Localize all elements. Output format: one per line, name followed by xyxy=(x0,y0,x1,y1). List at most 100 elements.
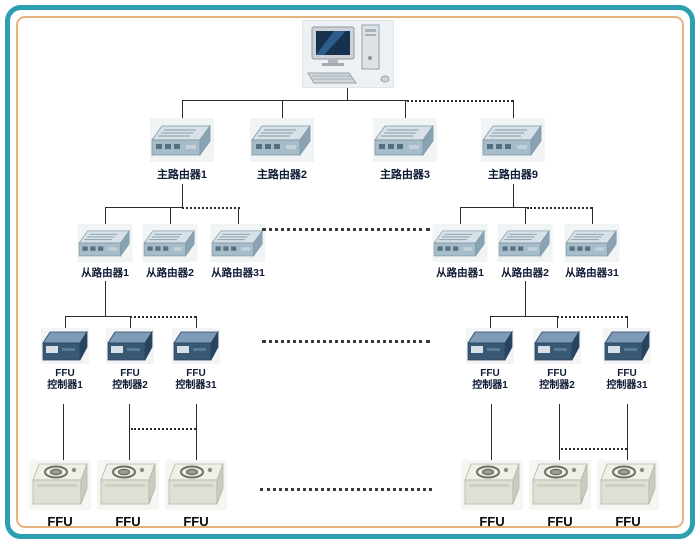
slave-router-device xyxy=(142,224,198,262)
connector-line xyxy=(557,316,558,328)
router-icon xyxy=(142,224,198,262)
ffu-controller-label-line2: 控制器31 xyxy=(175,380,217,391)
connector-line xyxy=(513,100,514,118)
main-router-device xyxy=(481,118,545,162)
connector-line-dotted xyxy=(527,207,592,209)
ffu-unit-label: FFU xyxy=(183,514,209,529)
connector-line xyxy=(182,100,183,118)
ffu-controller-label: FFU 控制器31 xyxy=(166,368,226,392)
connector-line xyxy=(405,100,406,118)
connector-line-dotted xyxy=(561,448,627,450)
connector-line-dotted xyxy=(182,207,240,209)
ffu-unit-device xyxy=(29,460,91,510)
ffu-unit-device xyxy=(597,460,659,510)
ffu-controller-label-line1: FFU xyxy=(186,368,206,379)
ffu-unit-label: FFU xyxy=(615,514,641,529)
connector-line xyxy=(65,316,130,317)
router-icon xyxy=(150,118,214,162)
ffu-controller-label-line2: 控制器31 xyxy=(606,380,648,391)
ffu-controller-device xyxy=(466,328,514,364)
ffu-controller-label-line2: 控制器1 xyxy=(47,380,83,391)
slave-router-device xyxy=(432,224,488,262)
connector-line xyxy=(282,100,283,118)
ffu-controller-label-line1: FFU xyxy=(617,368,637,379)
ffu-controller-label: FFU 控制器31 xyxy=(597,368,657,392)
more-nodes-ellipsis xyxy=(260,488,432,491)
main-router-label: 主路由器9 xyxy=(487,169,539,181)
desktop-computer-icon xyxy=(302,20,394,88)
controller-icon xyxy=(172,328,220,364)
connector-line-dotted xyxy=(130,316,196,318)
connector-line xyxy=(490,316,557,317)
slave-router-label: 从路由器1 xyxy=(81,267,129,279)
ffu-fan-unit-icon xyxy=(529,460,591,510)
ffu-controller-label-line2: 控制器2 xyxy=(539,380,575,391)
controller-icon xyxy=(41,328,89,364)
ffu-unit-label: FFU xyxy=(479,514,505,529)
ffu-fan-unit-icon xyxy=(461,460,523,510)
router-icon xyxy=(77,224,133,262)
connector-line xyxy=(513,184,514,207)
connector-line xyxy=(460,207,527,208)
ffu-unit-device xyxy=(461,460,523,510)
main-router-device xyxy=(150,118,214,162)
router-icon xyxy=(432,224,488,262)
connector-line xyxy=(63,404,64,460)
router-icon xyxy=(373,118,437,162)
connector-line xyxy=(196,316,197,328)
router-icon xyxy=(250,118,314,162)
connector-line xyxy=(627,404,628,460)
connector-line xyxy=(182,100,407,101)
connector-line xyxy=(559,404,560,460)
main-router-label: 主路由器2 xyxy=(256,169,308,181)
router-icon xyxy=(564,224,620,262)
slave-router-device xyxy=(77,224,133,262)
slave-router-device xyxy=(497,224,553,262)
ffu-controller-label-line1: FFU xyxy=(55,368,75,379)
router-icon xyxy=(481,118,545,162)
main-router-device xyxy=(250,118,314,162)
ffu-fan-unit-icon xyxy=(29,460,91,510)
controller-icon xyxy=(106,328,154,364)
controller-icon xyxy=(603,328,651,364)
ffu-controller-label-line1: FFU xyxy=(547,368,567,379)
main-router-label: 主路由器1 xyxy=(156,169,208,181)
controller-icon xyxy=(533,328,581,364)
slave-router-device xyxy=(564,224,620,262)
connector-line xyxy=(347,88,348,100)
ffu-controller-device xyxy=(41,328,89,364)
ffu-unit-label: FFU xyxy=(547,514,573,529)
connector-line xyxy=(460,207,461,224)
more-nodes-ellipsis xyxy=(262,340,430,343)
connector-line xyxy=(627,316,628,328)
main-router-label: 主路由器3 xyxy=(379,169,431,181)
main-router-device xyxy=(373,118,437,162)
ffu-controller-device xyxy=(533,328,581,364)
connector-line xyxy=(182,184,183,207)
slave-router-label: 从路由器2 xyxy=(146,267,194,279)
ffu-fan-unit-icon xyxy=(597,460,659,510)
router-icon xyxy=(497,224,553,262)
controller-icon xyxy=(466,328,514,364)
connector-line xyxy=(238,207,239,224)
ffu-controller-label-line1: FFU xyxy=(120,368,140,379)
ffu-controller-device xyxy=(603,328,651,364)
connector-line-dotted xyxy=(407,100,513,102)
connector-line xyxy=(130,316,131,328)
ffu-unit-device xyxy=(97,460,159,510)
connector-line xyxy=(105,207,106,224)
connector-line-dotted xyxy=(557,316,627,318)
connector-line xyxy=(105,207,182,208)
ffu-controller-label: FFU 控制器2 xyxy=(100,368,160,392)
ffu-controller-label: FFU 控制器1 xyxy=(35,368,95,392)
ffu-controller-label: FFU 控制器2 xyxy=(527,368,587,392)
ffu-fan-unit-icon xyxy=(97,460,159,510)
connector-line xyxy=(491,404,492,460)
connector-line xyxy=(196,404,197,460)
connector-line-dotted xyxy=(131,428,196,430)
computer-device xyxy=(302,20,394,88)
slave-router-label: 从路由器1 xyxy=(436,267,484,279)
more-nodes-ellipsis xyxy=(262,228,430,231)
connector-line xyxy=(490,316,491,328)
